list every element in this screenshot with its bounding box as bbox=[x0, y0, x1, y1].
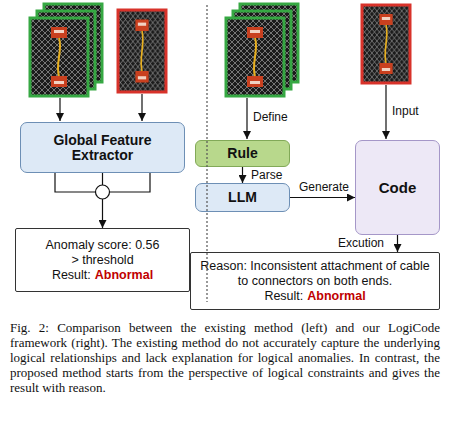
image-frame bbox=[226, 18, 284, 96]
llm-box: LLM bbox=[195, 183, 290, 212]
node-title: Code bbox=[379, 180, 417, 195]
node-text: Result: bbox=[52, 268, 91, 283]
feature-line bbox=[110, 173, 151, 192]
edge-label: Excution bbox=[338, 236, 384, 250]
arrow-label: Define bbox=[253, 110, 288, 124]
reason-box: Reason: Inconsistent attachment of cable… bbox=[190, 252, 440, 310]
sample-image bbox=[226, 18, 284, 96]
result-value: Abnormal bbox=[95, 268, 153, 283]
compare-circle bbox=[96, 185, 110, 199]
arrow-label: Input bbox=[392, 104, 419, 118]
test-image bbox=[362, 5, 410, 83]
input-arrow bbox=[59, 98, 60, 121]
node-text: Anomaly score: 0.56 > threshold bbox=[16, 238, 189, 268]
input-arrow bbox=[141, 94, 142, 121]
flow-arrow bbox=[242, 167, 243, 183]
edge-label: Generate bbox=[299, 180, 349, 194]
node-title: Rule bbox=[227, 146, 257, 161]
image-frame bbox=[30, 18, 88, 96]
node-title: Global Feature Extractor bbox=[21, 133, 184, 163]
image-frame bbox=[362, 5, 410, 83]
result-box: Anomaly score: 0.56 > thresholdResult: Ab… bbox=[15, 228, 190, 292]
edge-label: Parse bbox=[251, 168, 282, 182]
result-value: Abnormal bbox=[307, 289, 365, 304]
flow-arrow bbox=[397, 235, 398, 252]
sample-image bbox=[30, 18, 88, 96]
figure-caption: Fig. 2: Comparison between the existing … bbox=[10, 320, 440, 395]
define-arrow bbox=[246, 98, 247, 139]
input-arrow bbox=[385, 85, 386, 139]
test-image bbox=[118, 10, 166, 92]
flow-arrow bbox=[102, 173, 103, 228]
code-box: Code bbox=[355, 140, 440, 235]
flow-arrow bbox=[290, 197, 355, 198]
node-title: LLM bbox=[228, 190, 257, 205]
feature-extractor-box: Global Feature Extractor bbox=[20, 122, 185, 173]
node-text: Reason: Inconsistent attachment of cable… bbox=[191, 259, 439, 289]
rule-box: Rule bbox=[195, 140, 290, 167]
node-text: Result: bbox=[264, 289, 303, 304]
image-frame bbox=[118, 10, 166, 92]
divider-line bbox=[206, 5, 207, 302]
feature-line bbox=[55, 173, 96, 192]
